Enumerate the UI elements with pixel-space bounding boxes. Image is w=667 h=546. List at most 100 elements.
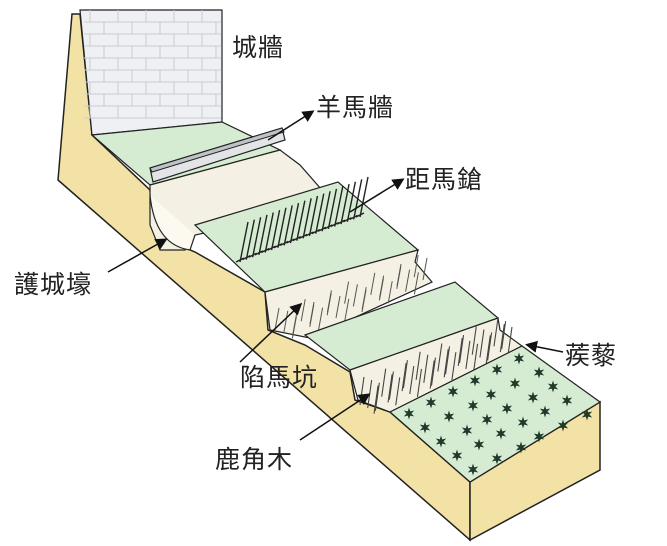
spear bbox=[296, 200, 306, 241]
spear bbox=[277, 207, 287, 248]
caltrop bbox=[495, 427, 507, 440]
spear bbox=[264, 212, 274, 253]
arrow-abatis bbox=[299, 393, 371, 441]
spear bbox=[352, 179, 363, 220]
caltrop bbox=[443, 410, 455, 423]
spear bbox=[258, 214, 268, 256]
spear-base bbox=[254, 250, 264, 256]
caltrop-field bbox=[403, 352, 593, 476]
abatis-stake bbox=[370, 272, 376, 295]
caltrop bbox=[513, 352, 525, 365]
arrow-sheep-horse-wall bbox=[267, 110, 315, 141]
spear bbox=[302, 198, 312, 239]
spear-base bbox=[324, 224, 333, 230]
caltrop bbox=[533, 366, 545, 379]
caltrop bbox=[403, 407, 415, 420]
abatis-stake bbox=[493, 318, 499, 347]
spear bbox=[359, 176, 369, 218]
abatis-stake bbox=[388, 371, 394, 400]
caltrop bbox=[517, 416, 529, 429]
caltrop bbox=[481, 413, 493, 426]
grass-step-caltrops bbox=[388, 345, 602, 483]
abatis-stake bbox=[344, 298, 350, 321]
arrow-pit bbox=[239, 302, 303, 363]
abatis-stake bbox=[396, 266, 402, 289]
label-moat: 護城壕 bbox=[14, 270, 93, 299]
spear bbox=[346, 181, 357, 222]
caltrop bbox=[557, 419, 569, 432]
abatis-stake bbox=[465, 340, 471, 369]
spear bbox=[321, 191, 331, 232]
abatis-stake bbox=[361, 289, 367, 313]
abatis-stake bbox=[413, 255, 419, 278]
spear-base bbox=[349, 214, 358, 220]
spear-base bbox=[355, 212, 365, 218]
spear-base bbox=[260, 247, 270, 254]
spear bbox=[283, 205, 293, 246]
abatis-stake bbox=[444, 346, 451, 375]
spear-base bbox=[317, 226, 327, 232]
abatis-stake bbox=[274, 307, 280, 331]
caltrop bbox=[547, 380, 559, 393]
spear bbox=[334, 186, 344, 227]
abatis-stake bbox=[413, 272, 419, 295]
abatis-stake bbox=[335, 295, 341, 319]
abatis-stake bbox=[381, 368, 387, 397]
sheep-horse-wall bbox=[149, 127, 286, 183]
caltrop bbox=[435, 435, 447, 448]
abatis-stake bbox=[378, 278, 384, 301]
abatis-stake bbox=[291, 316, 297, 339]
label-sheep-horse-wall: 羊馬牆 bbox=[316, 93, 395, 122]
abatis-stake bbox=[473, 343, 479, 372]
abatis-stake bbox=[373, 385, 379, 414]
spear-base bbox=[343, 217, 352, 223]
caltrop bbox=[509, 377, 521, 390]
caltrop bbox=[485, 388, 497, 401]
abatis-stake bbox=[409, 365, 415, 395]
abatis-stake bbox=[457, 337, 463, 367]
caltrop bbox=[581, 408, 593, 421]
spear-base bbox=[273, 243, 283, 249]
caltrop bbox=[461, 424, 473, 437]
spear-base bbox=[330, 221, 340, 228]
arrow-spears bbox=[349, 178, 405, 213]
spear-array bbox=[235, 176, 369, 263]
spear-base bbox=[267, 245, 276, 251]
label-city-wall: 城牆 bbox=[232, 33, 285, 62]
caltrop bbox=[539, 405, 551, 418]
abatis-stake bbox=[430, 357, 437, 386]
caltrop bbox=[473, 438, 485, 451]
abatis-stake bbox=[344, 281, 350, 304]
spear bbox=[245, 219, 256, 260]
abatis-stake bbox=[471, 326, 477, 355]
caltrop bbox=[527, 391, 539, 404]
spear bbox=[289, 202, 300, 244]
label-horse-trap-pit: 陷馬坑 bbox=[240, 363, 319, 392]
abatis-stake bbox=[443, 349, 449, 378]
abatis-stake bbox=[395, 377, 401, 406]
arrow-caltrops bbox=[525, 340, 564, 353]
spear-base bbox=[279, 240, 289, 247]
abatis-stake bbox=[318, 307, 324, 330]
abatis-stake bbox=[387, 374, 393, 403]
abatis-stake bbox=[352, 284, 358, 307]
spear bbox=[251, 217, 262, 258]
abatis-stake bbox=[283, 310, 289, 333]
abatis-stake bbox=[487, 332, 493, 361]
caltrop bbox=[561, 394, 573, 407]
spear-base bbox=[336, 219, 346, 225]
spear-base bbox=[248, 252, 257, 258]
label-anti-horse-spears: 距馬鎗 bbox=[405, 165, 484, 194]
abatis-stake bbox=[437, 343, 443, 372]
abatis-stake bbox=[499, 324, 505, 353]
abatis-stake bbox=[501, 321, 507, 350]
abatis-stake bbox=[405, 269, 411, 292]
spear bbox=[327, 188, 338, 229]
abatis-stake bbox=[429, 360, 435, 389]
abatis-stake bbox=[309, 304, 315, 327]
abatis-stake bbox=[423, 354, 429, 383]
abatis-stake bbox=[507, 326, 513, 356]
caltrop bbox=[447, 385, 459, 398]
